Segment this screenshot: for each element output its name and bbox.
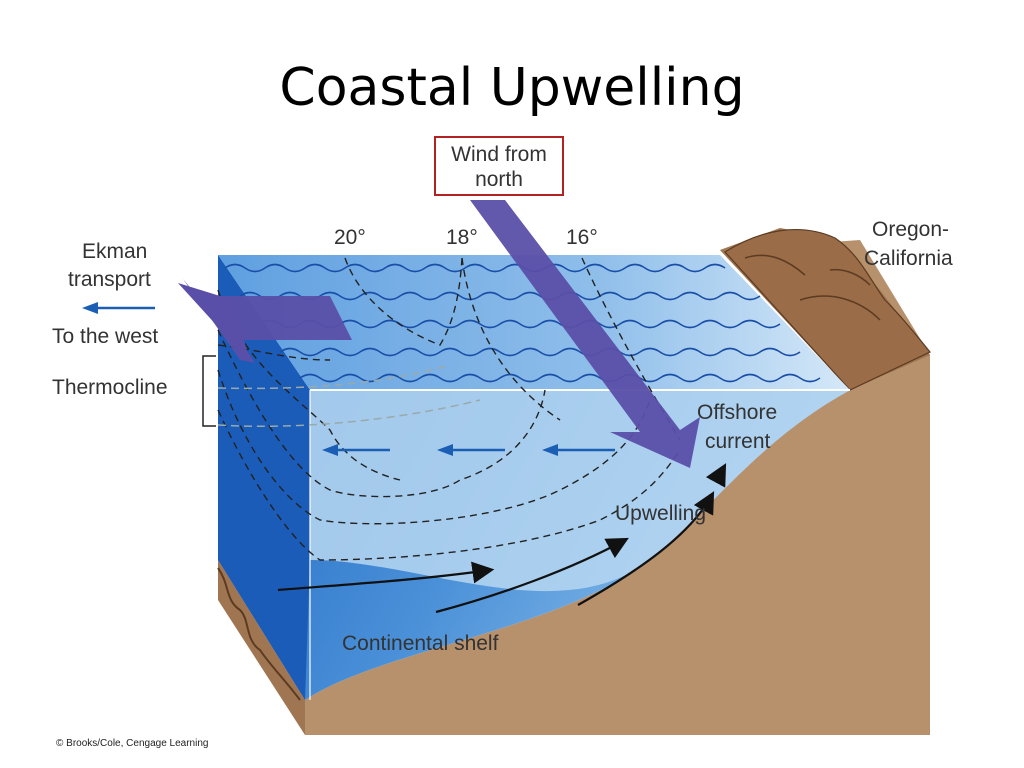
thermocline-line <box>217 364 451 390</box>
thermocline-label: Thermocline <box>52 376 168 399</box>
offshore-label-line1: Offshore <box>697 401 778 424</box>
oregon-label-line1: Oregon- <box>872 218 950 241</box>
ekman-label-line1: Ekman <box>82 240 148 263</box>
copyright-credit: © Brooks/Cole, Cengage Learning <box>56 738 209 749</box>
ekman-transport-arrow <box>178 279 352 363</box>
continental-shelf-label: Continental shelf <box>342 632 499 655</box>
offshore-label-line2: current <box>705 430 771 453</box>
thermocline-line-lower <box>217 399 481 428</box>
oregon-label-line2: California <box>864 247 953 270</box>
temperature-20-label: 20° <box>334 226 366 249</box>
wind-arrow <box>470 200 700 468</box>
upwelling-arrows <box>277 463 727 614</box>
flow-arrow <box>322 444 390 456</box>
offshore-flow-arrows <box>322 444 615 456</box>
ekman-label-line2: transport <box>68 268 151 291</box>
land-block <box>305 228 931 735</box>
to-the-west-label: To the west <box>52 325 159 348</box>
west-arrow <box>82 302 155 314</box>
flow-arrow <box>542 444 615 456</box>
temperature-16-label: 16° <box>566 226 598 249</box>
flow-arrow <box>437 444 505 456</box>
temperature-18-label: 18° <box>446 226 478 249</box>
upwelling-label: Upwelling <box>615 502 707 525</box>
wind-label-line1: Wind from <box>451 143 547 166</box>
ocean-surface <box>218 255 850 700</box>
thermocline-bracket <box>202 355 216 427</box>
wind-label-box: Wind from north <box>434 136 564 196</box>
wind-label-line2: north <box>475 168 523 191</box>
page-title: Coastal Upwelling <box>279 58 745 118</box>
